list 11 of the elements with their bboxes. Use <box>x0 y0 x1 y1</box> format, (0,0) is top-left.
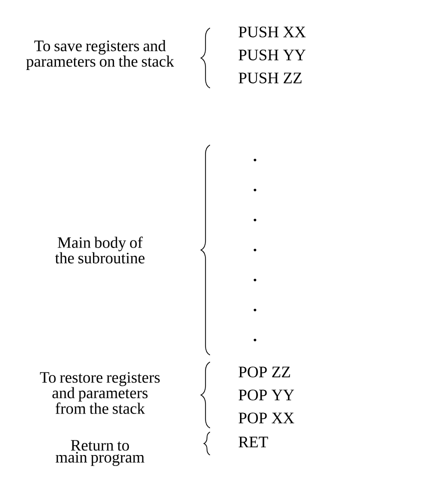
code-line: PUSH XX <box>238 26 306 38</box>
description-text: Main body of the subroutine <box>55 236 144 264</box>
description-text: To save registers and parameters on the stack <box>26 40 174 70</box>
description-text: Return to main program <box>56 440 144 466</box>
description-text: To restore registers and parameters from the stack <box>40 372 160 414</box>
code-line: RET <box>238 436 268 448</box>
code-line: POP XX <box>238 412 294 424</box>
code-line: PUSH ZZ <box>238 72 302 84</box>
code-line: POP ZZ <box>238 366 290 378</box>
code-line: POP YY <box>238 390 294 400</box>
code-line: PUSH YY <box>238 50 306 60</box>
